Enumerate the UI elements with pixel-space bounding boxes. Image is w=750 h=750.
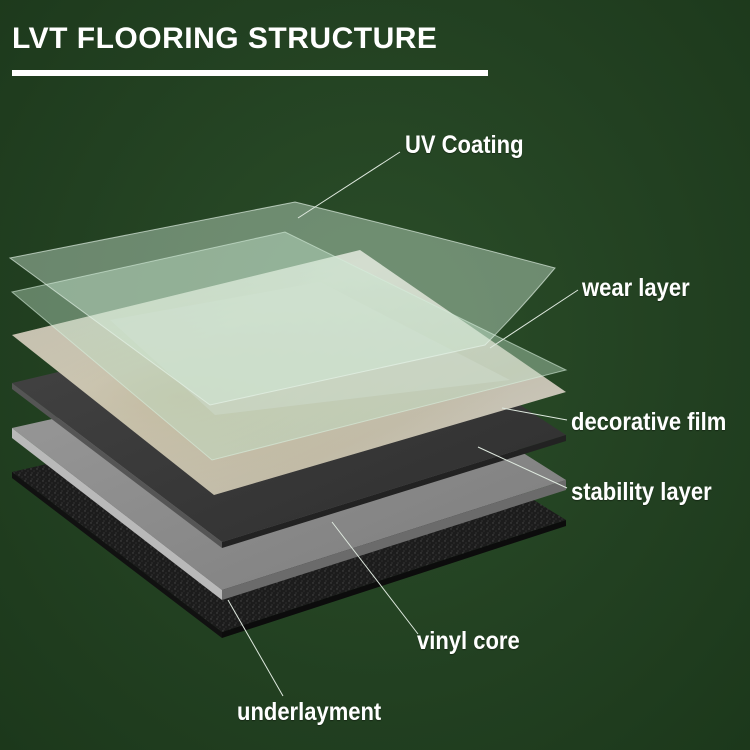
title-underline <box>12 70 488 76</box>
stability-layer-leader <box>477 446 568 489</box>
underlayment-label: underlayment <box>237 698 382 726</box>
wear-layer <box>10 231 568 461</box>
page-title: LVT FLOORING STRUCTURE <box>12 22 438 55</box>
decorative-film-layer <box>12 250 566 495</box>
decorative-film-label: decorative film <box>571 408 727 436</box>
uv-coating-leader <box>297 151 401 219</box>
uv-coating-label: UV Coating <box>405 131 524 159</box>
wear-layer-label: wear layer <box>582 274 690 302</box>
leader-lines <box>227 151 579 697</box>
uv-coating-layer <box>8 201 556 406</box>
stability-layer-label: stability layer <box>571 478 712 506</box>
underlayment-leader <box>227 599 284 697</box>
vinyl-core-leader <box>331 521 419 635</box>
wear-layer-leader <box>489 289 579 349</box>
decorative-film-leader <box>501 407 568 421</box>
vinyl-core-label: vinyl core <box>417 627 520 655</box>
